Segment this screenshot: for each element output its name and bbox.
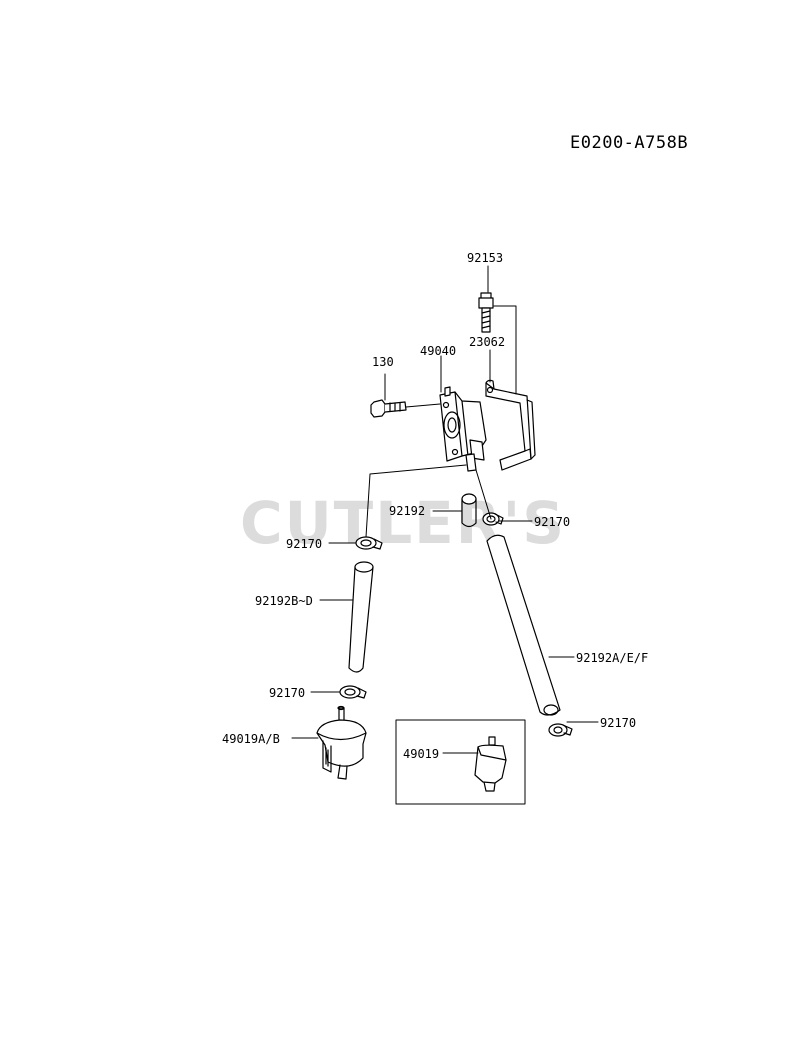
part-label-92192BD[interactable]: 92192B~D <box>255 594 313 608</box>
leader-lines <box>291 265 599 754</box>
part-label-92170-left-top[interactable]: 92170 <box>286 537 323 551</box>
clamp-92170-right-top-drawing <box>482 512 504 526</box>
watermark-text: CUTLER'S <box>240 489 566 557</box>
hose-92192-drawing <box>461 493 477 528</box>
fuel-pump-49040-drawing <box>439 386 487 472</box>
diagram-code: E0200-A758B <box>570 133 689 153</box>
clamp-92170-right-bottom-drawing <box>548 723 573 737</box>
fuel-filter-49019AB-drawing <box>316 705 367 780</box>
part-label-92170-left-bottom[interactable]: 92170 <box>269 686 306 700</box>
part-label-92153[interactable]: 92153 <box>467 251 504 265</box>
part-label-92170-right-bottom[interactable]: 92170 <box>600 716 637 730</box>
part-label-49019AB[interactable]: 49019A/B <box>222 732 280 746</box>
part-label-92192AEF[interactable]: 92192A/E/F <box>576 651 649 665</box>
inset-box-49019 <box>395 719 526 805</box>
part-label-23062[interactable]: 23062 <box>469 335 506 349</box>
part-label-92170-right-top[interactable]: 92170 <box>534 515 571 529</box>
hose-92192AEF-drawing <box>486 534 561 716</box>
clamp-92170-left-top-drawing <box>355 536 383 550</box>
part-label-92192[interactable]: 92192 <box>389 504 426 518</box>
part-label-49019[interactable]: 49019 <box>403 747 440 761</box>
part-label-130[interactable]: 130 <box>372 355 394 369</box>
clamp-92170-left-bottom-drawing <box>339 685 367 699</box>
bolt-130-drawing <box>370 399 407 418</box>
hose-92192BD-drawing <box>348 561 374 673</box>
bolt-92153-drawing <box>478 292 494 333</box>
part-label-49040[interactable]: 49040 <box>420 344 457 358</box>
bracket-23062-drawing <box>485 379 536 471</box>
